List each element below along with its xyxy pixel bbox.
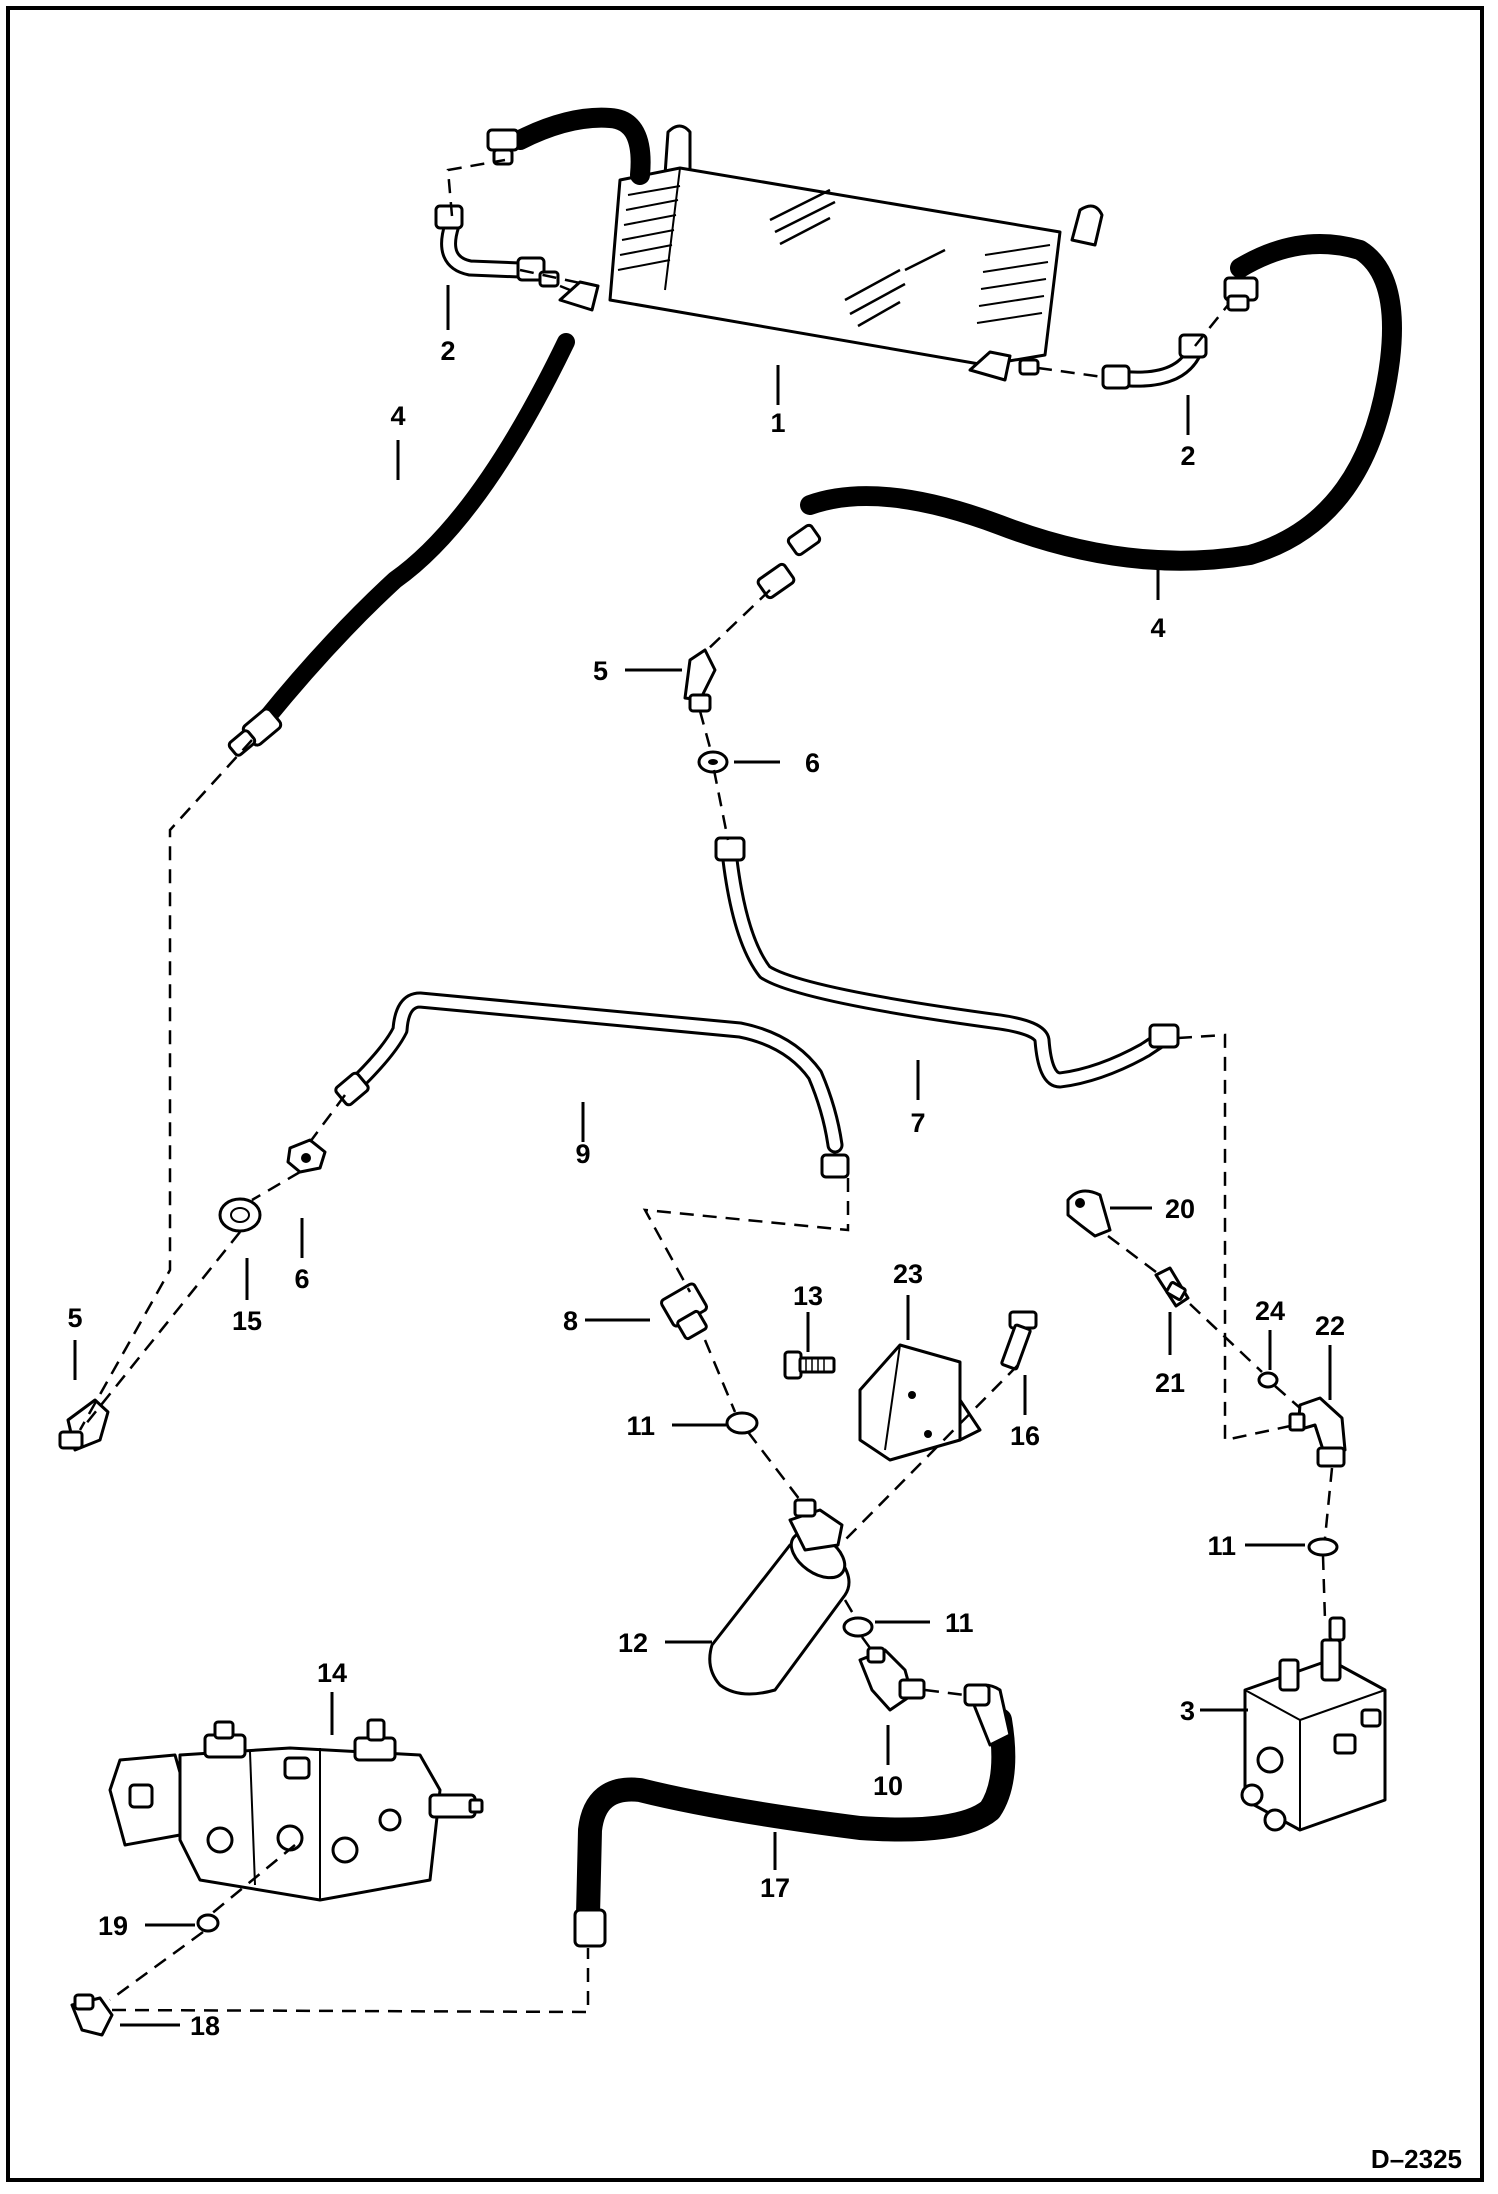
hose-top-left-loop bbox=[486, 107, 651, 185]
diagram-border bbox=[6, 6, 1484, 2182]
washer-upper bbox=[697, 750, 729, 774]
callout-6-lower: 6 bbox=[294, 1264, 309, 1294]
callout-11-middle: 11 bbox=[945, 1608, 974, 1638]
callout-20: 20 bbox=[1165, 1194, 1195, 1224]
elbow-fitting-22 bbox=[1288, 1396, 1347, 1468]
hydraulic-pump bbox=[108, 1718, 484, 1902]
fitting-21 bbox=[1154, 1266, 1190, 1308]
elbow-fitting-lower bbox=[58, 1398, 110, 1452]
callout-9: 9 bbox=[575, 1139, 590, 1169]
callout-17: 17 bbox=[760, 1873, 790, 1903]
hose-right-long bbox=[756, 234, 1402, 600]
hose-17 bbox=[573, 1683, 1016, 1948]
filter-bracket bbox=[858, 1343, 982, 1462]
callout-3: 3 bbox=[1180, 1696, 1195, 1726]
oil-filter bbox=[708, 1498, 851, 1696]
o-ring-right bbox=[1307, 1537, 1339, 1557]
o-ring-19 bbox=[196, 1913, 220, 1933]
fitting-20 bbox=[1066, 1189, 1112, 1238]
tube-long-right bbox=[714, 836, 1180, 1089]
callout-22: 22 bbox=[1315, 1311, 1345, 1341]
callout-4-right: 4 bbox=[1150, 613, 1165, 643]
callout-11-upper: 11 bbox=[626, 1411, 655, 1441]
callout-8: 8 bbox=[563, 1306, 578, 1336]
nut-lower bbox=[286, 1138, 327, 1174]
elbow-fitting-18 bbox=[70, 1993, 114, 2037]
bolt-13 bbox=[783, 1350, 836, 1380]
callout-18: 18 bbox=[190, 2011, 220, 2041]
callout-2-left: 2 bbox=[440, 336, 455, 366]
callout-7: 7 bbox=[910, 1108, 925, 1138]
callout-leader-lines bbox=[73, 285, 1332, 2027]
callout-1: 1 bbox=[770, 408, 785, 438]
callout-14: 14 bbox=[317, 1658, 347, 1688]
elbow-fitting-10 bbox=[858, 1646, 926, 1712]
callout-13: 13 bbox=[793, 1281, 823, 1311]
assembly-dashed-lines bbox=[78, 158, 1334, 2014]
callout-11-right: 11 bbox=[1207, 1531, 1236, 1561]
control-valve bbox=[1240, 1616, 1387, 1832]
callout-5-upper: 5 bbox=[593, 656, 608, 686]
washer-15 bbox=[218, 1197, 262, 1233]
callout-10: 10 bbox=[873, 1771, 903, 1801]
callout-16: 16 bbox=[1010, 1421, 1040, 1451]
callout-labels: 1 2 2 3 4 4 5 5 6 6 7 8 9 10 11 11 11 12… bbox=[67, 336, 1462, 2174]
tube-long-left bbox=[334, 991, 850, 1179]
pressure-switch bbox=[660, 1282, 708, 1341]
callout-23: 23 bbox=[893, 1259, 923, 1289]
o-ring-24 bbox=[1257, 1371, 1279, 1389]
hose-left-long bbox=[227, 333, 575, 757]
elbow-fitting-upper bbox=[683, 648, 717, 713]
callout-4-left: 4 bbox=[390, 401, 405, 431]
callout-12: 12 bbox=[618, 1628, 648, 1658]
o-ring-middle bbox=[842, 1616, 874, 1638]
callout-15: 15 bbox=[232, 1306, 262, 1336]
elbow-tube-fitting-left bbox=[434, 204, 560, 288]
bolt-16 bbox=[1000, 1310, 1038, 1371]
callout-6-upper: 6 bbox=[805, 748, 820, 778]
callout-24: 24 bbox=[1255, 1296, 1285, 1326]
callout-19: 19 bbox=[98, 1911, 128, 1941]
callout-21: 21 bbox=[1155, 1368, 1185, 1398]
callout-2-right: 2 bbox=[1180, 441, 1195, 471]
figure-id: D–2325 bbox=[1371, 2144, 1462, 2174]
callout-5-lower: 5 bbox=[67, 1303, 82, 1333]
o-ring-upper bbox=[725, 1411, 759, 1435]
oil-cooler bbox=[558, 124, 1104, 382]
